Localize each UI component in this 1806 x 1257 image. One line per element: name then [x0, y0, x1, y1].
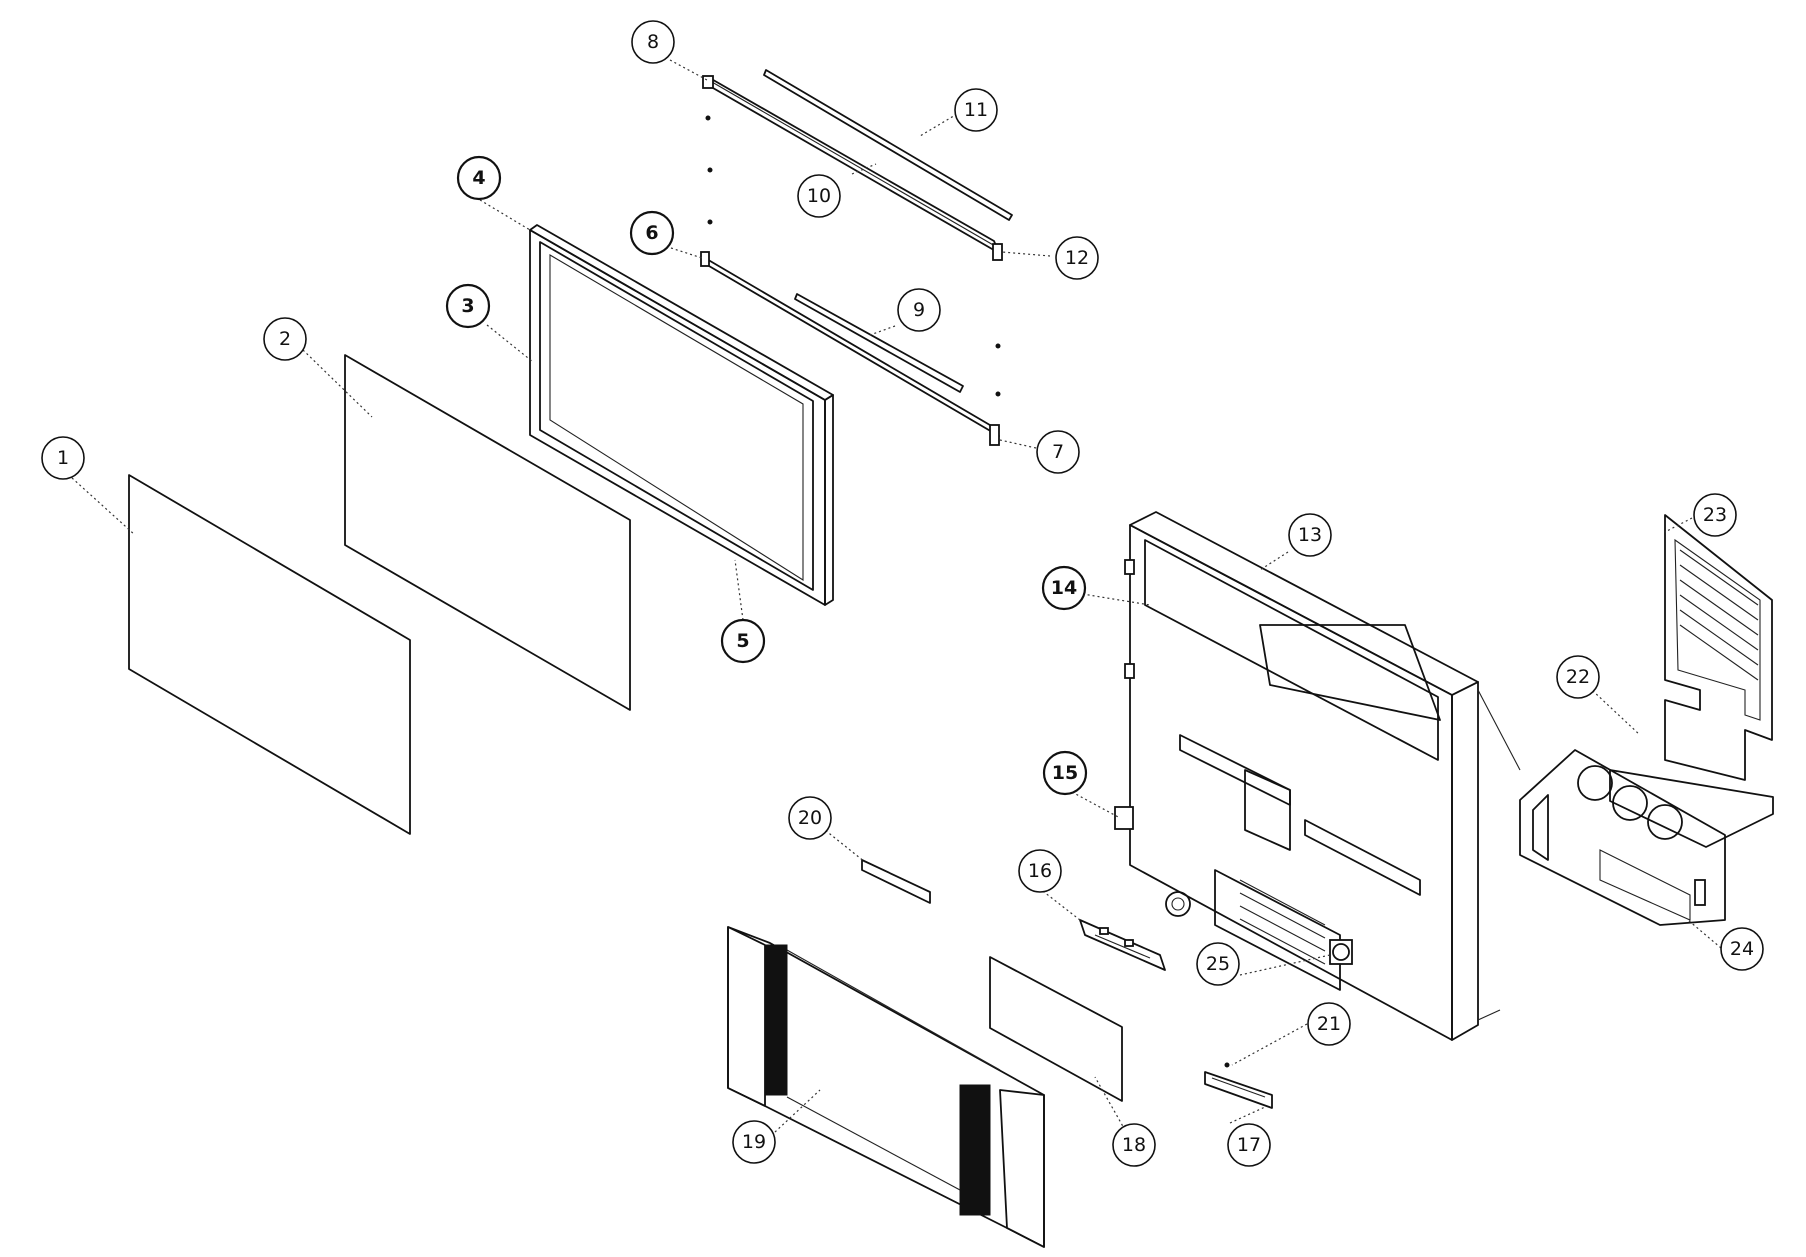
part-front-screen: [128, 474, 411, 835]
part-screen-frame: [529, 224, 834, 606]
callout-5: 5: [720, 618, 766, 664]
callout-14: 14: [1041, 565, 1087, 611]
callout-1: 1: [41, 436, 85, 480]
callout-12: 12: [1055, 236, 1099, 280]
part-speaker: [1329, 939, 1353, 965]
svg-text:12: 12: [1065, 247, 1089, 269]
svg-text:5: 5: [736, 630, 749, 652]
leader-lines: [71, 59, 1722, 1133]
callout-23: 23: [1693, 493, 1737, 537]
part-panel-18: [989, 956, 1123, 1102]
callout-24: 24: [1720, 927, 1764, 971]
svg-text:14: 14: [1051, 577, 1077, 599]
callout-13: 13: [1288, 513, 1332, 557]
part-top-bracket: [702, 69, 1013, 261]
svg-text:19: 19: [742, 1131, 766, 1153]
svg-text:18: 18: [1122, 1134, 1146, 1156]
part-side-trim: [1204, 1062, 1273, 1109]
svg-text:7: 7: [1052, 441, 1064, 463]
callout-11: 11: [954, 88, 998, 132]
callout-22: 22: [1556, 655, 1600, 699]
callout-17: 17: [1227, 1123, 1271, 1167]
svg-text:3: 3: [461, 295, 474, 317]
svg-text:17: 17: [1237, 1134, 1261, 1156]
svg-text:11: 11: [964, 99, 988, 121]
callout-15: 15: [1042, 750, 1088, 796]
part-plate: [1609, 769, 1774, 848]
part-cabinet: [1114, 511, 1521, 1041]
svg-text:24: 24: [1730, 938, 1754, 960]
callout-9: 9: [897, 288, 941, 332]
svg-text:8: 8: [647, 31, 659, 53]
callout-2: 2: [263, 317, 307, 361]
svg-text:22: 22: [1566, 666, 1590, 688]
svg-text:10: 10: [807, 185, 831, 207]
part-bottom-bracket: [700, 251, 1001, 446]
svg-text:23: 23: [1703, 504, 1727, 526]
svg-text:21: 21: [1317, 1013, 1341, 1035]
part-front-grille: [727, 926, 1045, 1248]
part-lens-sheet: [344, 354, 631, 711]
callout-21: 21: [1307, 1002, 1351, 1046]
callout-18: 18: [1112, 1123, 1156, 1167]
part-control-panel: [1079, 919, 1166, 971]
part-light-engine: [1519, 749, 1726, 926]
callout-6: 6: [629, 210, 675, 256]
callout-25: 25: [1196, 942, 1240, 986]
svg-text:25: 25: [1206, 953, 1230, 975]
callout-3: 3: [445, 283, 491, 329]
callout-16: 16: [1018, 849, 1062, 893]
svg-text:2: 2: [279, 328, 291, 350]
callout-20: 20: [788, 796, 832, 840]
svg-text:4: 4: [472, 167, 485, 189]
callout-8: 8: [631, 20, 675, 64]
svg-text:1: 1: [57, 447, 69, 469]
callout-4: 4: [456, 155, 502, 201]
svg-text:9: 9: [913, 299, 925, 321]
svg-text:20: 20: [798, 807, 822, 829]
callout-7: 7: [1036, 430, 1080, 474]
svg-text:15: 15: [1052, 762, 1078, 784]
part-bracket-20: [861, 859, 931, 904]
part-rear-cover: [1664, 514, 1773, 781]
svg-text:16: 16: [1028, 860, 1052, 882]
callout-10: 10: [797, 174, 841, 218]
callout-19: 19: [732, 1120, 776, 1164]
svg-text:13: 13: [1298, 524, 1322, 546]
svg-text:6: 6: [645, 222, 658, 244]
